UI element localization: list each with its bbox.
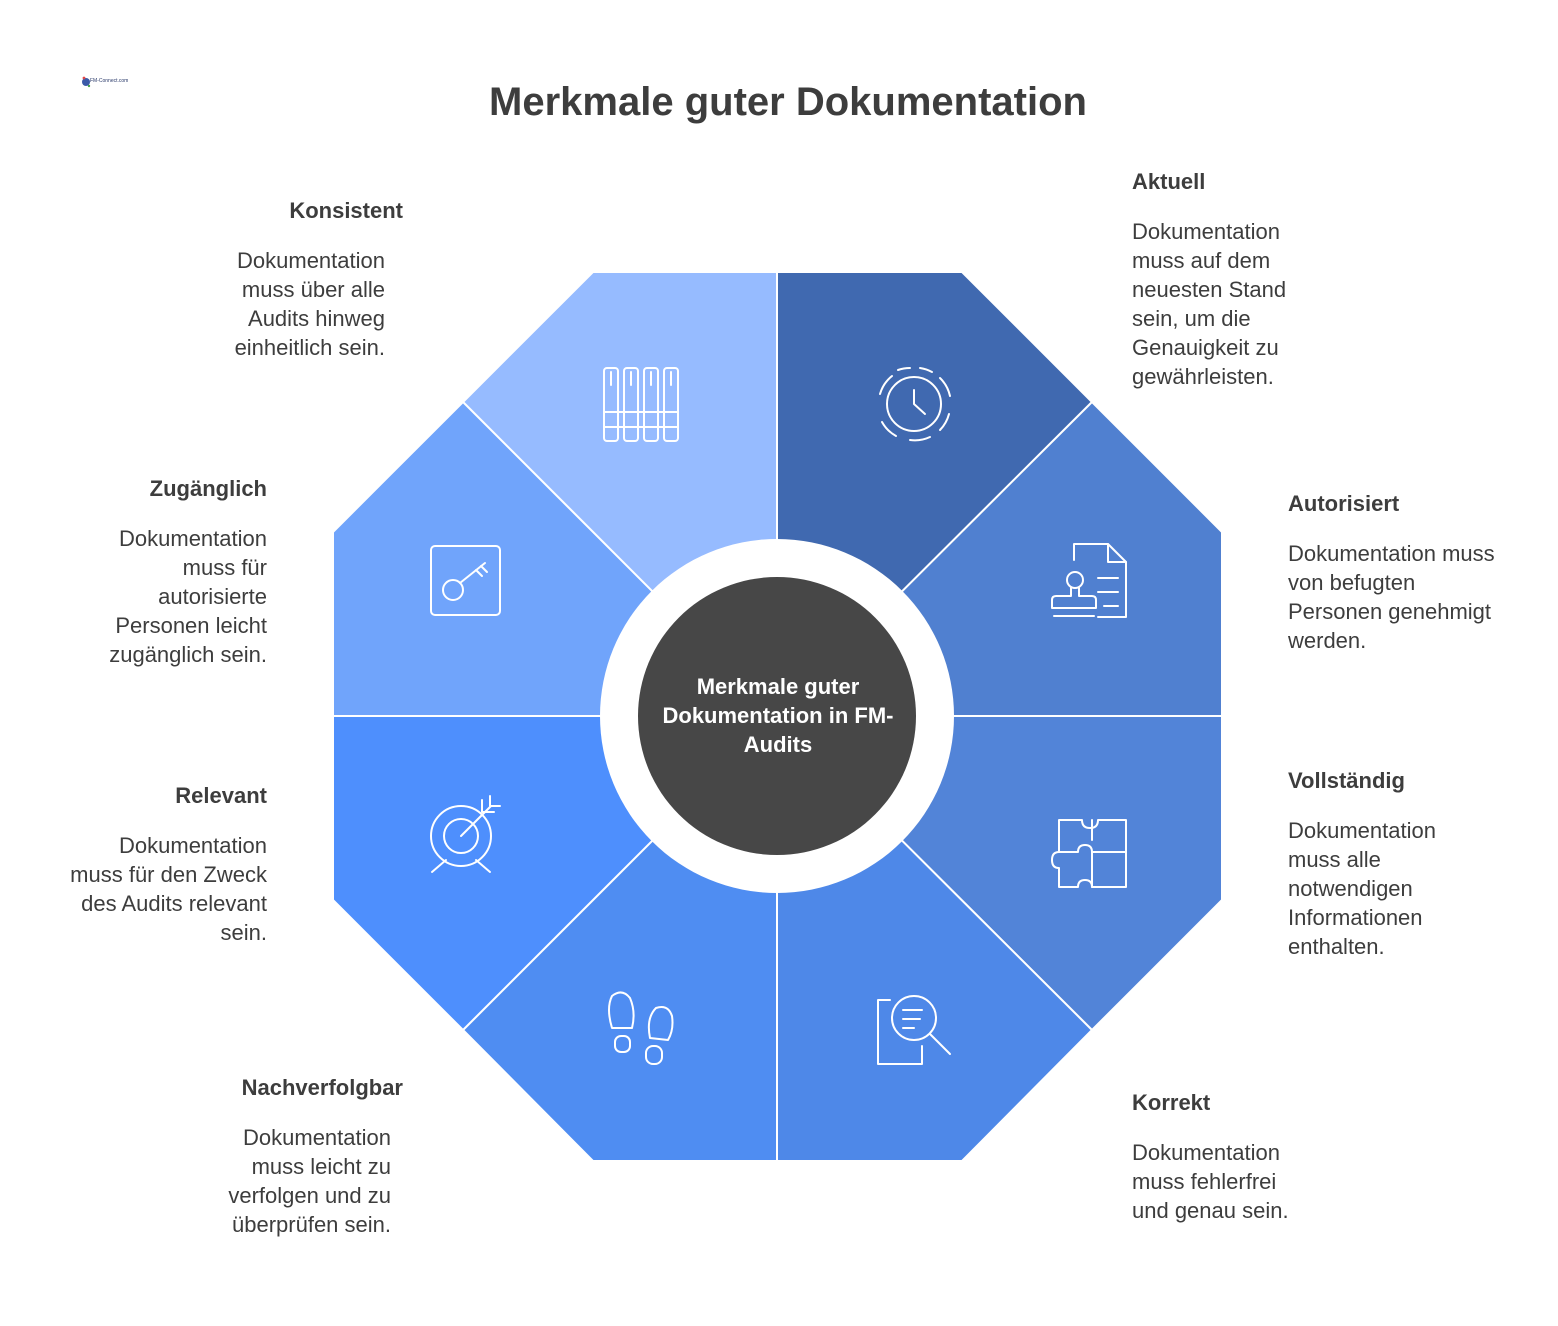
- stamp-document-icon: [1051, 543, 1127, 618]
- item-autorisiert: Autorisiert Dokumentation muss von befug…: [1288, 491, 1528, 655]
- item-desc-konsistent: Dokumentation muss über alle Audits hinw…: [234, 248, 385, 360]
- footprints-icon: [608, 991, 674, 1065]
- item-desc-zugaenglich: Dokumentation muss für autorisierte Pers…: [109, 526, 267, 667]
- item-desc-autorisiert: Dokumentation muss von befugten Personen…: [1288, 541, 1495, 653]
- clock-icon: [879, 366, 951, 442]
- item-title-zugaenglich: Zugänglich: [149, 476, 267, 501]
- item-desc-korrekt: Dokumentation muss fehlerfrei und genau …: [1132, 1140, 1289, 1223]
- document-search-icon: [877, 995, 951, 1065]
- item-title-korrekt: Korrekt: [1132, 1090, 1211, 1115]
- item-konsistent: Konsistent Dokumentation muss über alle …: [103, 198, 403, 362]
- item-desc-nachverfolgbar: Dokumentation muss leicht zu verfolgen u…: [228, 1125, 391, 1237]
- item-title-nachverfolgbar: Nachverfolgbar: [241, 1075, 403, 1100]
- brand-logo: [82, 76, 91, 88]
- item-title-autorisiert: Autorisiert: [1288, 491, 1400, 516]
- item-title-vollstaendig: Vollständig: [1288, 768, 1405, 793]
- key-icon: [430, 545, 501, 616]
- item-korrekt: Korrekt Dokumentation muss fehlerfrei un…: [1132, 1090, 1432, 1225]
- puzzle-icon: [1051, 819, 1127, 888]
- center-label: Merkmale guter Dokumentation in FM-Audit…: [662, 674, 894, 757]
- brand-logo-text: FM-Connect.com: [90, 78, 129, 84]
- item-zugaenglich: Zugänglich Dokumentation muss für autori…: [0, 476, 267, 669]
- books-icon: [603, 367, 679, 442]
- target-icon: [430, 795, 501, 873]
- page-title: Merkmale guter Dokumentation: [489, 80, 1087, 124]
- item-title-relevant: Relevant: [175, 783, 267, 808]
- item-desc-aktuell: Dokumentation muss auf dem neuesten Stan…: [1132, 219, 1287, 389]
- item-aktuell: Aktuell Dokumentation muss auf dem neues…: [1132, 169, 1432, 391]
- item-title-aktuell: Aktuell: [1132, 169, 1206, 194]
- item-desc-vollstaendig: Dokumentation muss alle notwendigen Info…: [1288, 818, 1436, 959]
- center-disc: [638, 577, 916, 855]
- item-title-konsistent: Konsistent: [289, 198, 403, 223]
- item-desc-relevant: Dokumentation muss für den Zweck des Aud…: [70, 833, 267, 945]
- item-nachverfolgbar: Nachverfolgbar Dokumentation muss leicht…: [103, 1075, 403, 1239]
- item-vollstaendig: Vollständig Dokumentation muss alle notw…: [1288, 768, 1528, 961]
- item-relevant: Relevant Dokumentation muss für den Zwec…: [0, 783, 267, 947]
